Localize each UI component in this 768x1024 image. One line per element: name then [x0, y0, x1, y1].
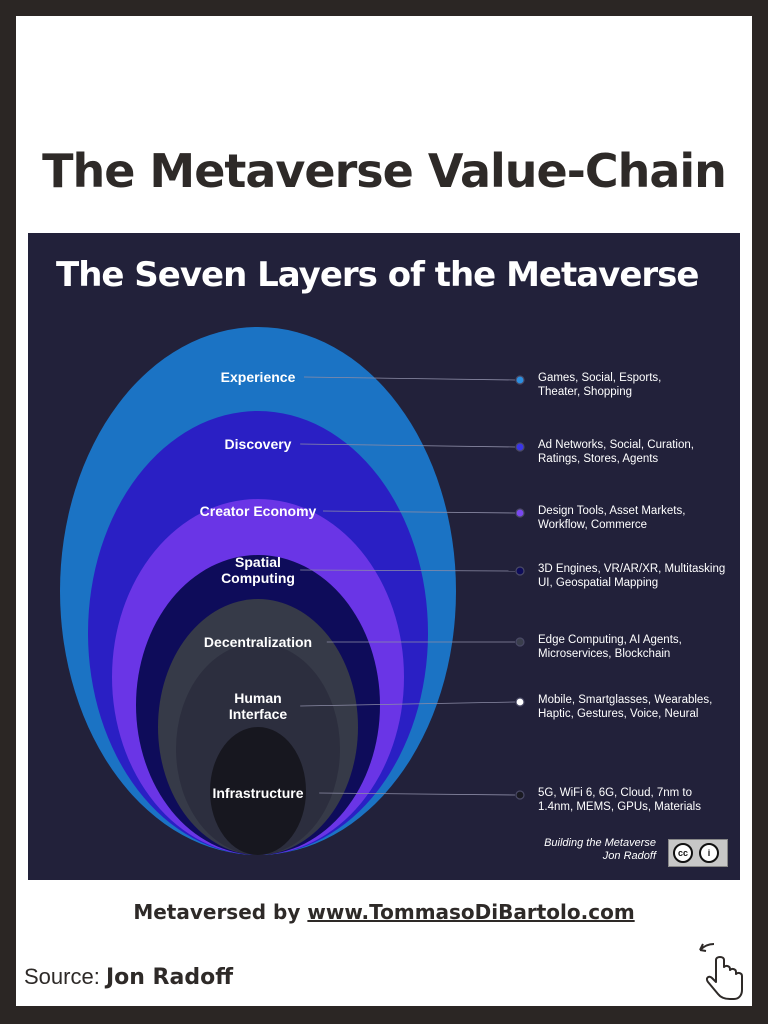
layer-label: Interface	[229, 706, 288, 722]
layer-ellipse	[210, 727, 306, 855]
layer-description: Theater, Shopping	[538, 386, 632, 398]
layer-dot	[515, 637, 525, 647]
layer-dot	[515, 566, 525, 576]
source-line: Source: Jon Radoff	[24, 964, 233, 990]
layer-label: Computing	[221, 570, 295, 586]
layer-label: Infrastructure	[212, 785, 303, 801]
leader-line	[300, 569, 516, 572]
leader-line	[300, 701, 516, 707]
layer-label: Decentralization	[204, 634, 312, 650]
footer-link[interactable]: www.TommasoDiBartolo.com	[307, 900, 635, 924]
leader-line	[303, 376, 516, 381]
layer-description: Ad Networks, Social, Curation,	[538, 439, 694, 451]
layer-description: Haptic, Gestures, Voice, Neural	[538, 708, 698, 720]
layer-dot	[515, 697, 525, 707]
diagram-credit: Building the Metaverse Jon Radoff	[28, 837, 656, 863]
layer-dot	[515, 442, 525, 452]
layer-dot	[515, 790, 525, 800]
layer-description: Design Tools, Asset Markets,	[538, 505, 685, 517]
layers-panel: Experience Games, Social, Esports, Theater…	[28, 233, 740, 880]
layer-label: Creator Economy	[200, 503, 317, 519]
leader-line	[319, 792, 516, 796]
leader-line	[300, 443, 516, 448]
layer-description: Microservices, Blockchain	[538, 648, 670, 660]
pointer-hand-icon[interactable]	[694, 936, 746, 1002]
page: The Metaverse Value-Chain Experience Game…	[16, 16, 752, 1006]
layer-description: Ratings, Stores, Agents	[538, 453, 658, 465]
cc-icon: cc	[673, 843, 693, 863]
layer-description: 5G, WiFi 6, 6G, Cloud, 7nm to	[538, 787, 692, 799]
attribution-icon: i	[699, 843, 719, 863]
layer-description: 3D Engines, VR/AR/XR, Multitasking	[538, 563, 725, 575]
layer-label: Spatial	[235, 554, 281, 570]
credit-line-1: Building the Metaverse	[544, 837, 656, 849]
page-title: The Metaverse Value-Chain	[42, 144, 727, 198]
layer-dot	[515, 508, 525, 518]
layer-description: Mobile, Smartglasses, Wearables,	[538, 694, 712, 706]
layer-description: Games, Social, Esports,	[538, 372, 661, 384]
layer-label: Experience	[221, 369, 296, 385]
source-label: Source:	[24, 964, 106, 989]
leader-line	[322, 510, 516, 514]
layer-description: Workflow, Commerce	[538, 519, 647, 531]
layer-label: Discovery	[225, 436, 292, 452]
source-name: Jon Radoff	[105, 965, 234, 990]
layer-description: Edge Computing, AI Agents,	[538, 634, 682, 646]
layer-description: 1.4nm, MEMS, GPUs, Materials	[538, 801, 701, 813]
layer-dot	[515, 375, 525, 385]
layers-diagram: Experience Games, Social, Esports, Theater…	[60, 327, 725, 855]
layer-label: Human	[234, 690, 281, 706]
layer-description: UI, Geospatial Mapping	[538, 577, 658, 589]
panel-title: The Seven Layers of the Metaverse	[56, 255, 699, 295]
credit-line-2: Jon Radoff	[602, 850, 656, 862]
footer-prefix: Metaversed by	[133, 900, 308, 924]
creative-commons-badge: cc i	[668, 839, 728, 867]
footer-credit: Metaversed by www.TommasoDiBartolo.com	[16, 900, 752, 924]
